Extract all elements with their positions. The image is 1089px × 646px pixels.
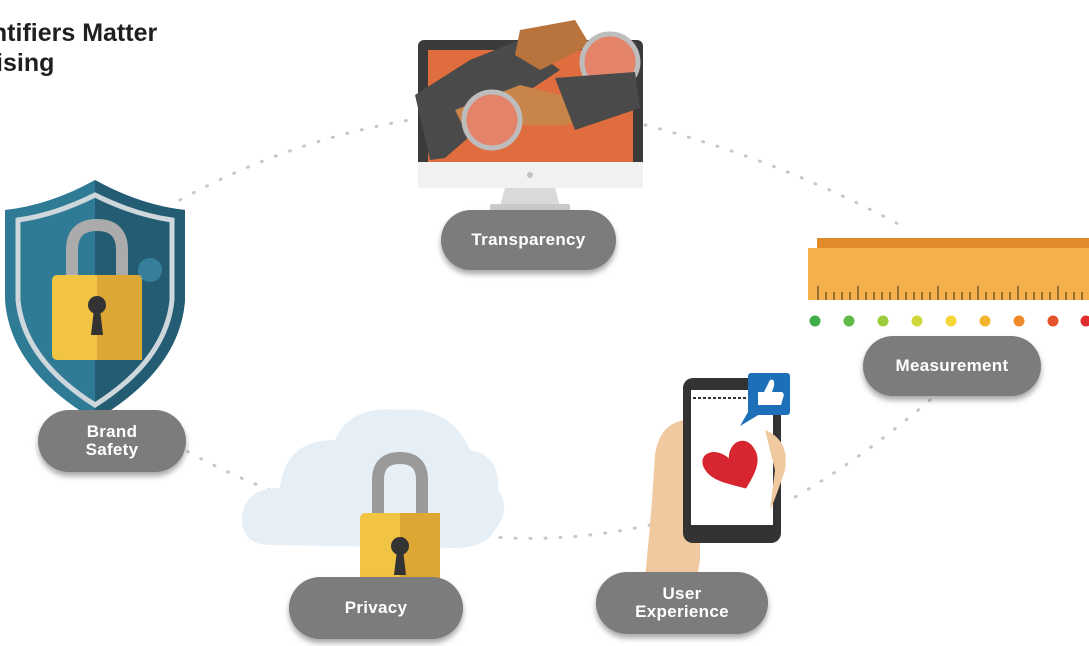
measurement-scale-dots xyxy=(809,315,1089,327)
brand-safety-label-line-1: Brand xyxy=(86,422,138,441)
cloud-padlock-icon xyxy=(241,409,505,595)
scale-dot xyxy=(911,315,923,327)
privacy-label: Privacy xyxy=(344,598,408,617)
monitor-magnifying-glass-icon xyxy=(415,20,643,212)
shield-padlock-icon xyxy=(5,180,185,420)
measurement-pill: Measurement xyxy=(863,336,1041,396)
phone-thumbs-up-heart-icon xyxy=(640,373,790,620)
scale-dot xyxy=(1013,315,1025,327)
scale-dot xyxy=(979,315,991,327)
page-title: entifiers Matter rtising xyxy=(0,18,157,78)
scale-dot xyxy=(1047,315,1059,327)
title-line-2: rtising xyxy=(0,49,55,77)
brand-safety-pill: Brand Safety xyxy=(38,410,186,472)
scale-dot xyxy=(877,315,889,327)
connector-dotted-ring xyxy=(178,118,932,540)
title-line-1: entifiers Matter xyxy=(0,19,158,47)
transparency-pill: Transparency xyxy=(441,210,616,270)
scale-dot xyxy=(1080,315,1089,327)
ruler-icon xyxy=(808,238,1089,300)
transparency-label: Transparency xyxy=(471,230,586,249)
scale-dot xyxy=(843,315,855,327)
measurement-label: Measurement xyxy=(895,356,1009,375)
scale-dot xyxy=(945,315,957,327)
privacy-pill: Privacy xyxy=(289,577,463,639)
brand-safety-label-line-2: Safety xyxy=(85,440,139,459)
user-experience-label-line-2: Experience xyxy=(635,602,729,621)
scale-dot xyxy=(809,315,821,327)
user-experience-pill: User Experience xyxy=(596,572,768,634)
user-experience-label-line-1: User xyxy=(662,584,702,603)
